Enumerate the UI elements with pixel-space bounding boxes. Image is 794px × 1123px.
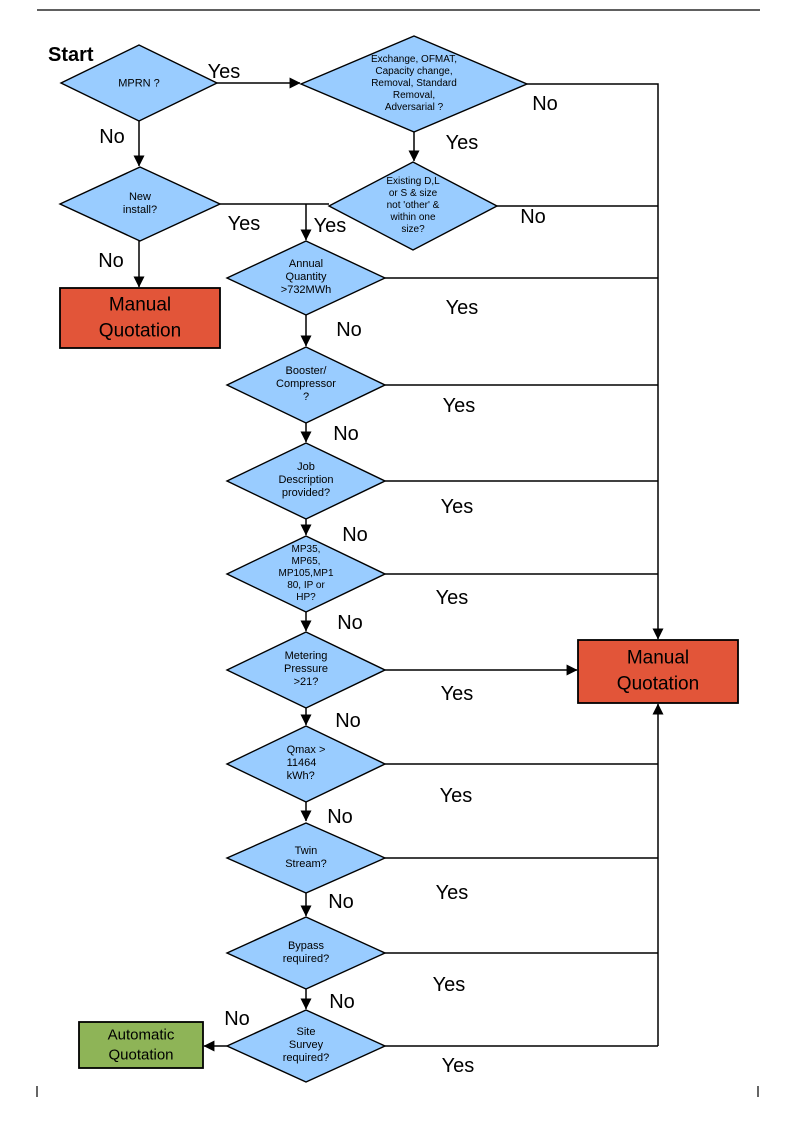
edge-label-site-yes: Yes [441, 1055, 475, 1077]
edge-label-job-yes: Yes [440, 496, 474, 518]
decision-existing-size-label: Existing D,L or S & size not 'other' & w… [386, 176, 440, 235]
decision-shapes [58, 35, 529, 1083]
decision-qmax-shape [225, 725, 387, 803]
edge-label-pressure-no: No [335, 710, 361, 732]
edge-label-twin-yes: Yes [435, 882, 469, 904]
edge-label-existing-yes: Yes [313, 215, 347, 237]
decision-annual-quantity-label: Annual Quantity >732MWh [280, 258, 332, 297]
decision-mprn-shape [59, 44, 219, 122]
terminal-automatic-quotation-shape [78, 1021, 204, 1069]
decision-annual-quantity-shape [225, 240, 387, 316]
decision-booster-label: Booster/ Compressor ? [276, 365, 336, 404]
edge-label-job-no: No [342, 524, 368, 546]
edge-label-bypass-no: No [329, 991, 355, 1013]
edge-label-existing-no: No [520, 206, 546, 228]
edge-label-qmax-no: No [327, 806, 353, 828]
terminal-manual-quotation-right-label: Manual Quotation [616, 647, 700, 694]
decision-site-survey-shape [225, 1009, 387, 1083]
decision-twin-stream-shape [225, 822, 387, 894]
edge-exchange-no-to-manual [527, 83, 664, 640]
edge-label-booster-yes: Yes [442, 395, 476, 417]
decision-job-description-shape [225, 442, 387, 520]
terminal-automatic-quotation-label: Automatic Quotation [107, 1026, 175, 1064]
decision-booster-shape [225, 346, 387, 424]
decision-existing-size-shape [327, 161, 499, 251]
decision-meter-type-shape [225, 535, 387, 613]
decision-new-install-shape [58, 166, 222, 242]
edge-label-bypass-yes: Yes [432, 974, 466, 996]
edge-label-annual-yes: Yes [445, 297, 479, 319]
decision-exchange-label: Exchange, OFMAT, Capacity change, Remova… [371, 54, 457, 113]
edge-label-meter-type-no: No [337, 612, 363, 634]
terminal-manual-quotation-right-shape [577, 639, 739, 704]
start-label: Start [48, 44, 94, 66]
decision-new-install-label: New install? [122, 190, 158, 216]
edge-label-new-install-no: No [98, 250, 124, 272]
edge-label-exchange-yes: Yes [445, 132, 479, 154]
decision-mprn-label: MPRN ? [118, 77, 160, 90]
edge-label-exchange-no: No [532, 93, 558, 115]
edge-label-new-install-yes: Yes [227, 213, 261, 235]
decision-metering-pressure-shape [225, 631, 387, 709]
edge-label-site-no: No [224, 1008, 250, 1030]
decision-qmax-label: Qmax > 11464 kWh? [286, 744, 326, 783]
decision-metering-pressure-label: Metering Pressure >21? [283, 650, 329, 689]
edge-label-mprn-no: No [99, 126, 125, 148]
terminal-manual-quotation-left-label: Manual Quotation [98, 294, 182, 341]
edge-label-qmax-yes: Yes [439, 785, 473, 807]
decision-twin-stream-label: Twin Stream? [285, 844, 327, 870]
edge-label-twin-no: No [328, 891, 354, 913]
edge-label-pressure-yes: Yes [440, 683, 474, 705]
decision-bypass-shape [225, 916, 387, 990]
edge-label-mprn-yes: Yes [207, 61, 241, 83]
page-frame [36, 9, 760, 1097]
edge-label-annual-no: No [336, 319, 362, 341]
terminal-shapes [59, 287, 739, 1069]
edge-label-meter-type-yes: Yes [435, 587, 469, 609]
terminal-manual-quotation-left-shape [59, 287, 221, 349]
edge-label-booster-no: No [333, 423, 359, 445]
decision-meter-type-label: MP35, MP65, MP105,MP1 80, IP or HP? [278, 544, 334, 603]
decision-exchange-shape [299, 35, 529, 133]
decision-bypass-label: Bypass required? [282, 939, 330, 965]
connector-lines [133, 77, 664, 1052]
decision-job-description-label: Job Description provided? [278, 461, 334, 500]
decision-site-survey-label: Site Survey required? [282, 1026, 330, 1065]
